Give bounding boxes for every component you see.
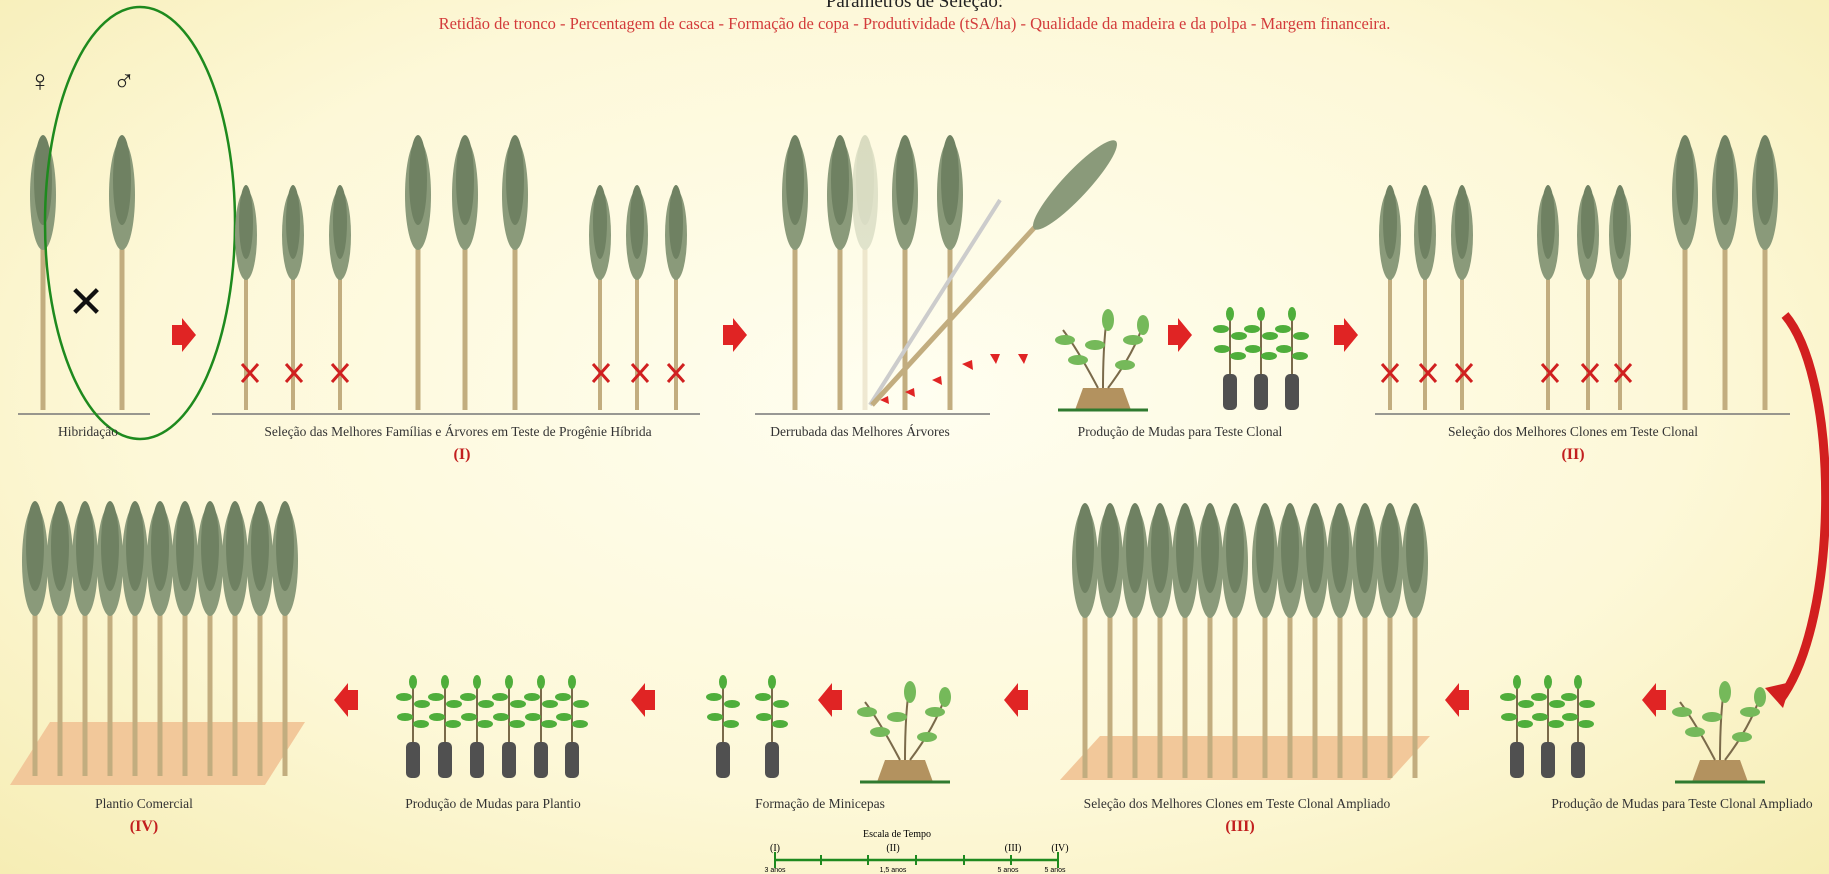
- arrow-left: [818, 683, 842, 717]
- stage-label-planting-seedlings: Produção de Mudas para Plantio: [405, 796, 580, 812]
- arrow-left: [334, 683, 358, 717]
- arrow-left: [631, 683, 655, 717]
- stage-label-progeny-test: Seleção das Melhores Famílias e Árvores …: [264, 424, 651, 440]
- stage-roman-II: (II): [1561, 446, 1584, 464]
- stage-label-felling: Derrubada das Melhores Árvores: [770, 424, 950, 440]
- hybridization-parents: [18, 135, 150, 414]
- stage-label-expanded-seedlings: Produção de Mudas para Teste Clonal Ampl…: [1551, 796, 1812, 812]
- small-arrows: [880, 354, 1028, 404]
- time-mark-4: (IV): [1051, 843, 1068, 854]
- cross-symbol: ✕: [68, 278, 105, 327]
- time-scale: Escala de Tempo (I) (II) (III) (IV) 3 an…: [764, 829, 1068, 874]
- stage-label-minicepas: Formação de Minicepas: [755, 796, 885, 812]
- stage-roman-IV: (IV): [130, 818, 158, 836]
- time-mark-2: (II): [886, 843, 899, 854]
- arrow-left: [1004, 683, 1028, 717]
- stage-label-clonal-seedlings: Produção de Mudas para Teste Clonal: [1078, 424, 1283, 440]
- time-mark-3: (III): [1005, 843, 1022, 854]
- time-duration-3: 5 anos: [997, 867, 1019, 874]
- time-duration-2: 1,5 anos: [880, 867, 907, 874]
- stage-label-hybridization: Hibridação: [58, 424, 118, 440]
- time-duration-4: 5 anos: [1044, 867, 1066, 874]
- time-mark-1: (I): [770, 843, 780, 854]
- arrow-right: [723, 318, 747, 352]
- arrow-left: [1642, 683, 1666, 717]
- time-duration-1: 3 anos: [764, 867, 786, 874]
- stage-label-commercial-planting: Plantio Comercial: [95, 796, 193, 812]
- felling-trees: [755, 132, 1125, 414]
- clonal-test-trees: [1375, 135, 1790, 414]
- expanded-test-seedlings: [1500, 675, 1595, 778]
- arrow-right: [172, 318, 196, 352]
- mother-stump: [1055, 309, 1149, 410]
- stage-label-clonal-test: Seleção dos Melhores Clones em Teste Clo…: [1448, 424, 1698, 440]
- minicepas: [706, 675, 789, 778]
- arrow-right: [1168, 318, 1192, 352]
- female-symbol: ♀: [29, 65, 52, 98]
- curved-arrow-down: [1780, 315, 1826, 700]
- minicepa-stump: [857, 681, 951, 782]
- arrow-left: [1445, 683, 1469, 717]
- commercial-plantation: [10, 501, 305, 785]
- stage-label-expanded-clonal-test: Seleção dos Melhores Clones em Teste Clo…: [1084, 796, 1391, 812]
- mother-stump-row2: [1672, 681, 1766, 782]
- planting-seedlings: [396, 675, 589, 778]
- male-symbol: ♂: [113, 65, 136, 98]
- expanded-clonal-test-plots: [1060, 503, 1430, 780]
- stage-roman-III: (III): [1225, 818, 1254, 836]
- time-scale-title: Escala de Tempo: [863, 829, 931, 840]
- progeny-test-trees: [212, 135, 700, 414]
- stage-roman-I: (I): [454, 446, 471, 464]
- highlight-ellipse: [45, 7, 235, 439]
- clonal-seedlings: [1213, 307, 1309, 410]
- arrow-right: [1334, 318, 1358, 352]
